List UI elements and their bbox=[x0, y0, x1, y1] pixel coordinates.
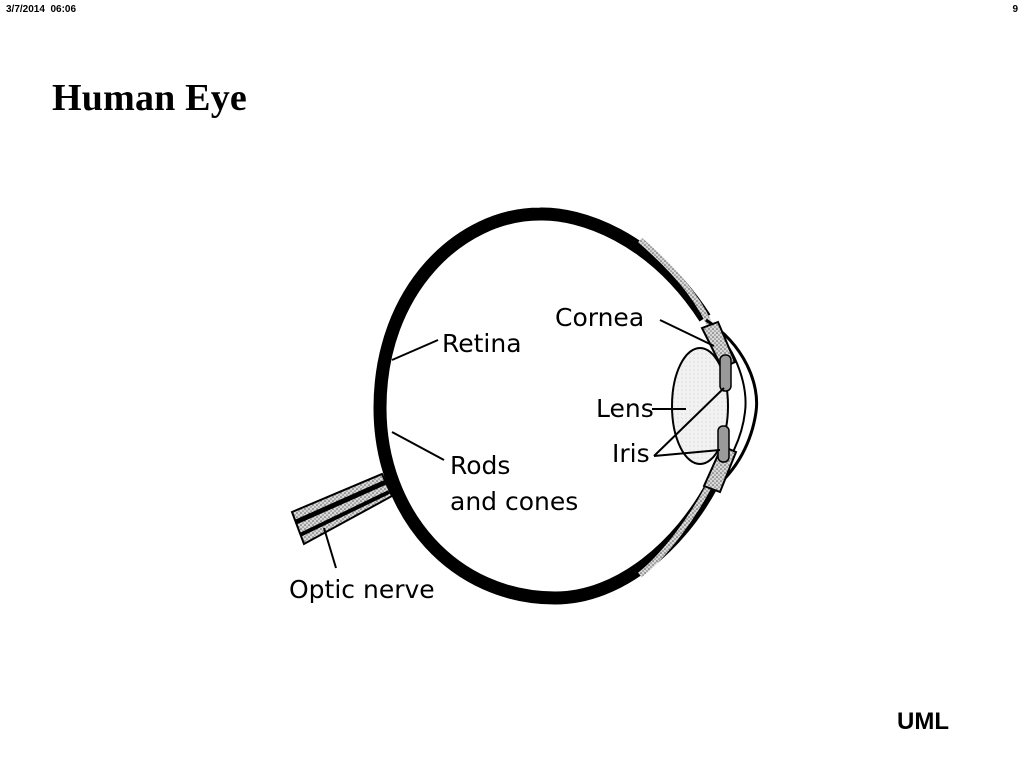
cornea bbox=[705, 318, 759, 492]
label-retina: Retina bbox=[442, 329, 522, 358]
rods-leader bbox=[391, 431, 445, 461]
slide-page-number: 9 bbox=[1012, 4, 1018, 15]
label-lens: Lens bbox=[596, 394, 654, 423]
label-and-cones: and cones bbox=[450, 487, 578, 516]
label-rods: Rods bbox=[450, 451, 510, 480]
optic-leader bbox=[323, 527, 337, 569]
retina-leader bbox=[391, 339, 439, 361]
optic-nerve bbox=[290, 472, 394, 546]
slide-title: Human Eye bbox=[52, 77, 247, 119]
iris-top bbox=[719, 354, 732, 392]
label-cornea: Cornea bbox=[555, 303, 644, 332]
label-optic-nerve: Optic nerve bbox=[289, 575, 435, 604]
iris-bottom bbox=[717, 425, 730, 463]
cornea-leader bbox=[659, 319, 715, 347]
iris-leader-bottom bbox=[653, 449, 721, 457]
iris-leader-top bbox=[653, 387, 725, 457]
eyeball-wall bbox=[373, 207, 718, 605]
slide-date: 3/7/2014 06:06 bbox=[6, 4, 77, 15]
label-iris: Iris bbox=[612, 439, 650, 468]
lens bbox=[671, 347, 729, 465]
sclera-band-lower bbox=[638, 478, 715, 578]
footer-brand: UML bbox=[897, 708, 949, 735]
